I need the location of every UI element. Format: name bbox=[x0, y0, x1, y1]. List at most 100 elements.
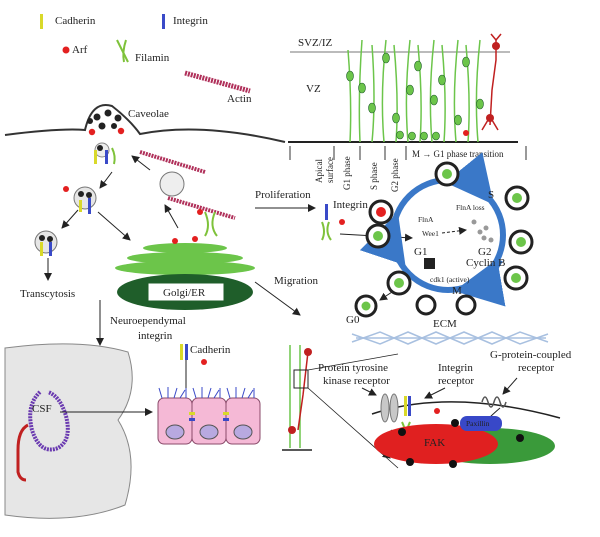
arrow bbox=[379, 291, 393, 301]
migration-arrow bbox=[254, 281, 301, 316]
paxillin-label: Paxillin bbox=[466, 419, 490, 428]
cycle-integrin-label: Integrin bbox=[333, 199, 368, 211]
transition-label: M → G1 phase transition bbox=[412, 149, 504, 159]
cadherin-legend-icon bbox=[40, 14, 43, 29]
vz-label: VZ bbox=[306, 83, 321, 95]
apical-surface-label: Apical bbox=[314, 159, 324, 183]
ptk-receptor-label: Protein tyrosine bbox=[318, 362, 388, 374]
cortex-panel: SVZ/IZ VZ bbox=[288, 33, 527, 192]
arrow bbox=[441, 226, 467, 235]
actin-legend-label: Actin bbox=[227, 93, 252, 105]
g1-phase-label: G1 phase bbox=[342, 156, 352, 190]
arrow bbox=[502, 377, 518, 395]
flna-label: FlnA bbox=[418, 215, 434, 224]
cdk1-label: cdk1 (active) bbox=[430, 275, 470, 284]
neuron-nucleus bbox=[486, 114, 494, 122]
filamin-marker bbox=[321, 221, 332, 241]
arrow bbox=[361, 387, 377, 396]
s-label: S bbox=[488, 189, 494, 201]
radial-glia-fibers bbox=[347, 39, 481, 143]
g1-label: G1 bbox=[414, 246, 427, 258]
m-label: M bbox=[452, 285, 462, 297]
cadherin-marker bbox=[180, 344, 183, 360]
neuroependymal-label: Neuroependymal bbox=[110, 315, 186, 327]
cyclin-b-label: Cyclin B bbox=[466, 257, 505, 269]
ptk-receptor-label-2: kinase receptor bbox=[323, 375, 390, 387]
ptk-receptor-icon bbox=[389, 393, 399, 423]
integrin-legend-icon bbox=[162, 14, 165, 29]
caveolae-particles bbox=[87, 109, 122, 130]
transcytosis-vesicle bbox=[34, 230, 58, 256]
g0-label: G0 bbox=[346, 314, 360, 326]
neuron-process bbox=[297, 351, 309, 431]
gpcr-label-2: receptor bbox=[518, 362, 554, 374]
g0-nucleus bbox=[361, 301, 371, 311]
progenitor-nuclei bbox=[346, 52, 484, 141]
apical-surface-label-2: surface bbox=[325, 157, 335, 183]
migration-panel: ECM Protein tyrosine kinase receptor Int… bbox=[282, 318, 572, 469]
filamin-legend-icon bbox=[116, 39, 129, 63]
neuron-soma bbox=[288, 426, 296, 434]
csf-label: CSF bbox=[32, 403, 52, 415]
cadherin-label: Cadherin bbox=[190, 344, 231, 356]
ependymal-cells bbox=[157, 387, 261, 445]
arf-dot bbox=[434, 408, 440, 414]
caveolae-label: Caveolae bbox=[128, 108, 169, 120]
cell-cycle-panel: Integrin FlnA FlnA loss Wee1 S G1 G2 Cyc… bbox=[321, 152, 534, 326]
arf-dot bbox=[117, 127, 125, 135]
plasma-membrane bbox=[4, 104, 286, 143]
integrin-marker bbox=[185, 344, 188, 360]
migration-label: Migration bbox=[274, 275, 318, 287]
wee1-label: Wee1 bbox=[422, 229, 439, 238]
g2-label: G2 bbox=[478, 246, 491, 258]
arf-dot bbox=[63, 186, 69, 192]
actin-filament bbox=[167, 196, 236, 220]
transcytosis-label: Transcytosis bbox=[20, 288, 75, 300]
arrow bbox=[97, 211, 131, 241]
phospho-marks bbox=[398, 419, 524, 468]
arf-dot bbox=[463, 130, 469, 136]
zoom-line bbox=[307, 353, 399, 371]
phase-axis bbox=[289, 146, 527, 160]
cadherin-legend-label: Cadherin bbox=[55, 15, 96, 27]
arf-dot bbox=[201, 359, 207, 365]
arrow bbox=[424, 387, 446, 399]
g2-phase-label: G2 phase bbox=[390, 158, 400, 192]
golgi-er bbox=[115, 236, 255, 310]
filamin-cluster bbox=[197, 209, 218, 237]
s-phase-label: S phase bbox=[369, 162, 379, 190]
svz-iz-label: SVZ/IZ bbox=[298, 37, 333, 49]
gpcr-icon bbox=[481, 396, 507, 408]
cycle-cells bbox=[365, 161, 534, 316]
actin-filament bbox=[139, 150, 206, 174]
cdk1-box bbox=[424, 258, 435, 269]
ecm-mesh bbox=[351, 331, 549, 345]
endosome bbox=[73, 186, 97, 214]
integrin-receptor-icon bbox=[404, 396, 407, 416]
arf-legend-icon bbox=[62, 46, 70, 54]
ventricle-panel: CSF Cadherin bbox=[4, 343, 261, 519]
filamin-legend-label: Filamin bbox=[135, 52, 170, 64]
arrow bbox=[131, 155, 151, 171]
gpcr-label: G-protein-coupled bbox=[490, 349, 572, 361]
neuron-nucleus bbox=[492, 42, 500, 50]
vesicle-cluster bbox=[94, 142, 116, 165]
arrow bbox=[99, 171, 113, 189]
paxillin-box bbox=[460, 416, 502, 431]
cell-membrane bbox=[371, 401, 561, 419]
ecm-label: ECM bbox=[433, 318, 457, 330]
actin-legend-icon bbox=[184, 70, 251, 94]
ventricle-lining bbox=[28, 390, 70, 452]
arrow bbox=[61, 209, 79, 229]
zoom-box bbox=[293, 369, 309, 389]
trafficking-panel: Caveolae bbox=[4, 104, 286, 310]
flna-loss-label: FlnA loss bbox=[456, 203, 485, 212]
csf-duct bbox=[16, 423, 29, 482]
arf-legend-label: Arf bbox=[72, 44, 88, 56]
golgi-label: Golgi/ER bbox=[163, 287, 206, 299]
arrow bbox=[164, 204, 179, 229]
proliferation-label: Proliferation bbox=[255, 189, 311, 201]
integrin-receptor-label: Integrin bbox=[438, 362, 473, 374]
empty-vesicle bbox=[159, 171, 185, 197]
